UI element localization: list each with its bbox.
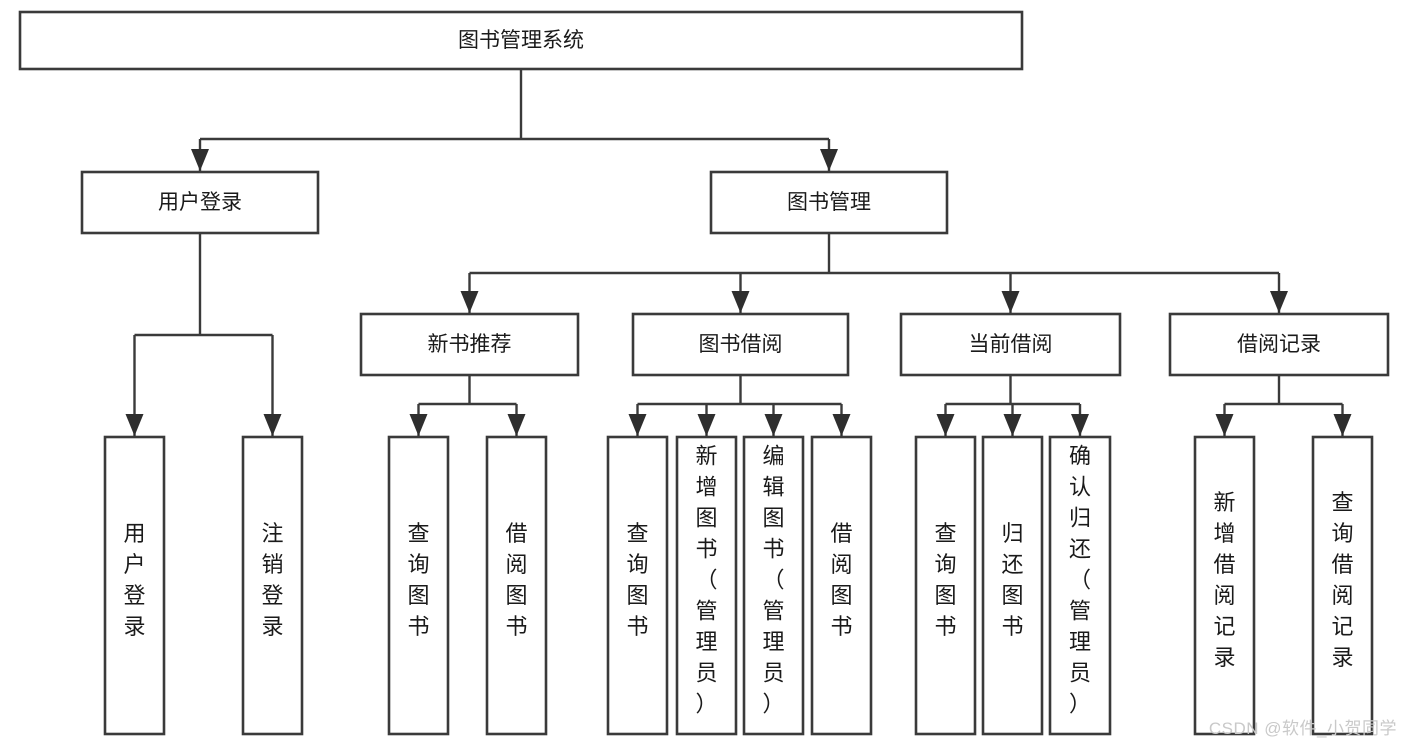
node-box[interactable] — [981, 435, 1044, 736]
arrow-head-icon — [409, 414, 428, 436]
node-leaf-leaf-query-book-2[interactable]: 查询图书 — [606, 435, 669, 736]
node-box[interactable] — [359, 312, 580, 377]
node-label: 新增借阅记录 — [1213, 490, 1235, 670]
csdn-watermark: CSDN @软件_小贺同学 — [1208, 719, 1397, 738]
node-box[interactable] — [899, 312, 1122, 377]
node-level1-user-login[interactable]: 用户登录 — [80, 170, 320, 235]
node-label: 确认归还（管理员） — [1069, 444, 1091, 717]
connectors-layer — [125, 69, 1352, 436]
arrow-head-icon — [628, 414, 647, 436]
node-label: 查询借阅记录 — [1331, 490, 1353, 670]
arrow-head-icon — [764, 414, 783, 436]
node-leaf-leaf-user-login[interactable]: 用户登录 — [103, 435, 166, 736]
node-level2-current-borrow[interactable]: 当前借阅 — [899, 312, 1122, 377]
node-box[interactable] — [631, 312, 850, 377]
node-box[interactable] — [387, 435, 450, 736]
arrow-head-icon — [1270, 291, 1288, 313]
node-box[interactable] — [1168, 312, 1390, 377]
node-leaf-leaf-confirm-return[interactable]: 确认归还（管理员） — [1048, 435, 1112, 736]
node-level2-book-borrow[interactable]: 图书借阅 — [631, 312, 850, 377]
node-box[interactable] — [606, 435, 669, 736]
node-label: 借阅记录 — [1237, 333, 1321, 356]
node-label: 图书管理 — [787, 191, 871, 214]
node-leaf-leaf-add-record[interactable]: 新增借阅记录 — [1193, 435, 1256, 736]
node-label: 借阅图书 — [830, 521, 852, 639]
node-leaf-leaf-add-book[interactable]: 新增图书（管理员） — [675, 435, 738, 736]
node-box[interactable] — [1048, 435, 1112, 736]
node-label: 借阅图书 — [505, 521, 527, 639]
node-box[interactable] — [1193, 435, 1256, 736]
nodes-layer: 图书管理系统用户登录图书管理新书推荐图书借阅当前借阅借阅记录用户登录注销登录查询… — [18, 10, 1390, 736]
node-label: 查询图书 — [626, 521, 648, 639]
node-label: 归还图书 — [1001, 521, 1023, 639]
node-level1-book-management[interactable]: 图书管理 — [709, 170, 949, 235]
node-leaf-leaf-query-book-1[interactable]: 查询图书 — [387, 435, 450, 736]
node-box[interactable] — [675, 435, 738, 736]
node-box[interactable] — [709, 170, 949, 235]
node-leaf-leaf-borrow-book-2[interactable]: 借阅图书 — [810, 435, 873, 736]
node-box[interactable] — [103, 435, 166, 736]
arrow-head-icon — [1071, 414, 1089, 436]
node-root[interactable]: 图书管理系统 — [18, 10, 1024, 71]
node-label: 新增图书（管理员） — [695, 444, 717, 717]
arrow-head-icon — [731, 291, 750, 313]
node-box[interactable] — [241, 435, 304, 736]
node-label: 图书借阅 — [699, 333, 783, 356]
arrow-head-icon — [125, 414, 144, 436]
arrow-head-icon — [191, 149, 209, 171]
node-box[interactable] — [742, 435, 805, 736]
arrow-head-icon — [507, 414, 526, 436]
node-box[interactable] — [914, 435, 977, 736]
arrow-head-icon — [1333, 414, 1352, 436]
arrow-head-icon — [697, 414, 716, 436]
node-box[interactable] — [485, 435, 548, 736]
node-level2-borrow-records[interactable]: 借阅记录 — [1168, 312, 1390, 377]
node-label: 新书推荐 — [428, 333, 512, 356]
node-label: 查询图书 — [407, 521, 429, 639]
node-leaf-leaf-query-record[interactable]: 查询借阅记录 — [1311, 435, 1374, 736]
arrow-head-icon — [1215, 414, 1234, 436]
node-label: 编辑图书（管理员） — [762, 444, 784, 717]
node-box[interactable] — [18, 10, 1024, 71]
arrow-head-icon — [1003, 414, 1022, 436]
node-leaf-leaf-user-logout[interactable]: 注销登录 — [241, 435, 304, 736]
node-leaf-leaf-return-book[interactable]: 归还图书 — [981, 435, 1044, 736]
node-leaf-leaf-query-book-3[interactable]: 查询图书 — [914, 435, 977, 736]
node-box[interactable] — [80, 170, 320, 235]
arrow-head-icon — [936, 414, 955, 436]
node-label: 用户登录 — [123, 521, 145, 639]
arrow-head-icon — [1001, 291, 1020, 313]
node-label: 注销登录 — [261, 521, 283, 639]
node-leaf-leaf-edit-book[interactable]: 编辑图书（管理员） — [742, 435, 805, 736]
arrow-head-icon — [460, 291, 479, 313]
node-level2-new-book-recommend[interactable]: 新书推荐 — [359, 312, 580, 377]
arrow-head-icon — [820, 149, 838, 171]
arrow-head-icon — [263, 414, 282, 436]
node-label: 图书管理系统 — [458, 29, 584, 52]
node-label: 查询图书 — [934, 521, 956, 639]
node-label: 当前借阅 — [969, 333, 1053, 356]
node-box[interactable] — [1311, 435, 1374, 736]
node-box[interactable] — [810, 435, 873, 736]
arrow-head-icon — [832, 414, 851, 436]
node-leaf-leaf-borrow-book-1[interactable]: 借阅图书 — [485, 435, 548, 736]
node-label: 用户登录 — [158, 191, 242, 214]
